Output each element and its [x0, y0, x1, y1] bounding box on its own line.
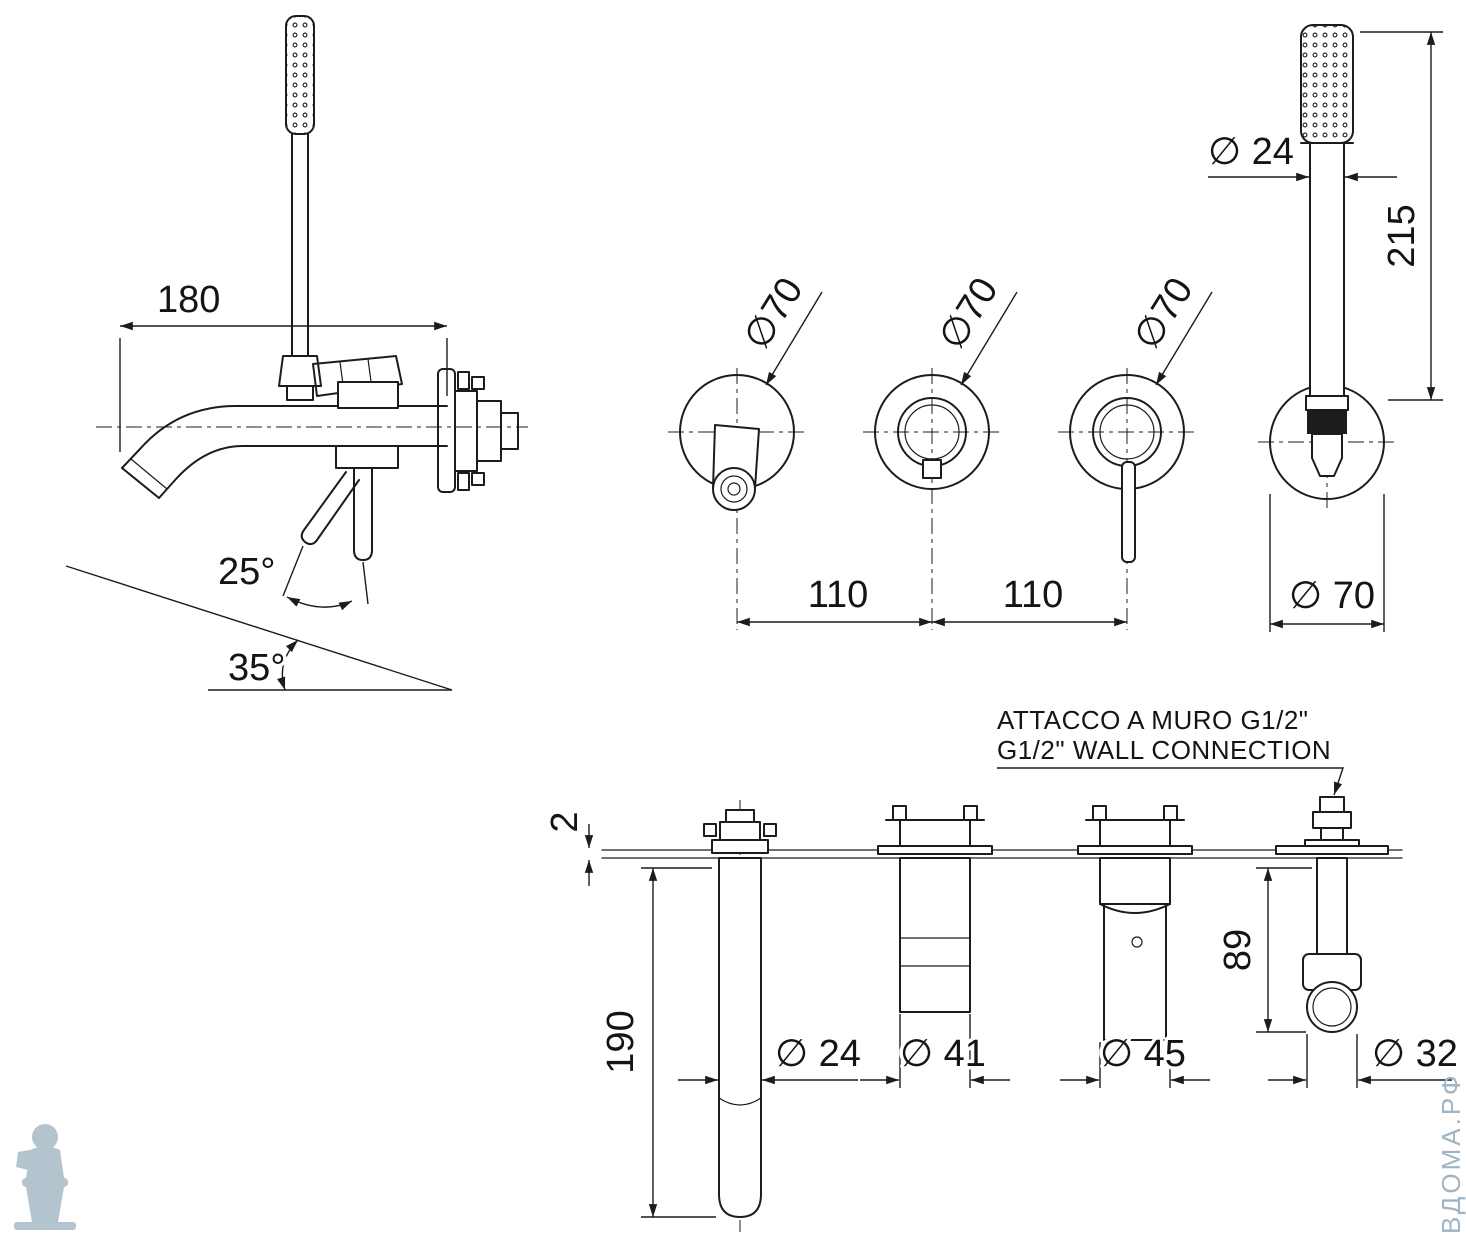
- spout-tube-plan: [718, 857, 762, 1218]
- hand-shower-side: [278, 15, 403, 401]
- front-lever: [1121, 461, 1136, 563]
- dim-label-plate-thickness: 2: [544, 811, 586, 832]
- dim-label-holder-projection: 89: [1217, 929, 1259, 971]
- dim-label-escutcheon-3: ∅70: [1126, 271, 1202, 357]
- dim-spacing: 110 110: [737, 571, 1127, 627]
- dim-label-spout-projection: 190: [600, 1010, 642, 1073]
- dim-label-handshower-diameter: ∅ 24: [1208, 131, 1294, 173]
- logo-figure-head: [32, 1124, 58, 1150]
- front-hand-shower: ∅ 24 215 ∅ 70: [1205, 24, 1443, 632]
- dim-plate-thickness: 2: [541, 808, 594, 886]
- hand-shower-head-front: [1300, 24, 1354, 144]
- note-line-1: ATTACCO A MURO G1/2": [997, 705, 1309, 735]
- plan-shower-holder: 89 ∅ 32: [1214, 796, 1461, 1088]
- dim-label-spout-diameter: ∅ 24: [775, 1033, 861, 1075]
- dim-label-lever-angle: 25°: [218, 551, 275, 593]
- wall-connection-fitting: [1319, 796, 1345, 813]
- dim-label-handshower-height: 215: [1381, 204, 1423, 267]
- dim-label-spacing-1: 110: [808, 574, 869, 616]
- dim-label-valve2-diameter: ∅ 45: [1100, 1033, 1186, 1075]
- dim-label-spacing-2: 110: [1003, 574, 1064, 616]
- wall-plate-side: [437, 368, 519, 493]
- dim-label-spout-angle: 35°: [228, 647, 285, 689]
- dim-label-holder-diameter: ∅ 32: [1372, 1033, 1458, 1075]
- note-line-2: G1/2" WALL CONNECTION: [997, 735, 1331, 765]
- dim-label-spout-length: 180: [157, 279, 220, 321]
- front-diverter-escutcheon: ∅70: [863, 267, 1018, 630]
- dim-lever-angle: 25°: [215, 545, 369, 611]
- plan-spout: 190 ∅ 24: [597, 800, 864, 1232]
- front-spout-escutcheon: ∅70: [668, 267, 823, 630]
- plan-view: ATTACCO A MURO G1/2" G1/2" WALL CONNECTI…: [541, 702, 1461, 1232]
- note-leader: [997, 767, 1344, 796]
- watermark-site-text: ВДОМА.РФ: [1436, 1072, 1466, 1234]
- wall-connection-note: ATTACCO A MURO G1/2" G1/2" WALL CONNECTI…: [994, 702, 1344, 796]
- lever-tilted: [300, 471, 360, 546]
- mixer-body-side: [300, 381, 399, 561]
- side-view: 180 25° 35°: [65, 15, 528, 693]
- dim-spout-angle: 35°: [65, 565, 453, 693]
- hand-shower-head: [285, 15, 315, 135]
- lever-vertical: [353, 467, 373, 561]
- holder-clamp: [1307, 410, 1347, 434]
- plan-valve-45: ∅ 45: [1060, 805, 1210, 1088]
- watermark-logo: [14, 1124, 76, 1230]
- dim-label-escutcheon-2: ∅70: [931, 271, 1007, 357]
- dim-label-holder-escutcheon: ∅ 70: [1289, 575, 1375, 617]
- dim-label-valve1-diameter: ∅ 41: [900, 1033, 986, 1075]
- dim-spout-length: 180: [119, 276, 448, 452]
- plan-valve-41: ∅ 41: [860, 805, 1010, 1088]
- spout-side: [121, 405, 448, 499]
- dim-label-escutcheon-1: ∅70: [736, 271, 812, 357]
- front-view: ∅70 ∅70 ∅70 110: [668, 24, 1443, 632]
- front-mixer-escutcheon: ∅70: [1058, 267, 1213, 630]
